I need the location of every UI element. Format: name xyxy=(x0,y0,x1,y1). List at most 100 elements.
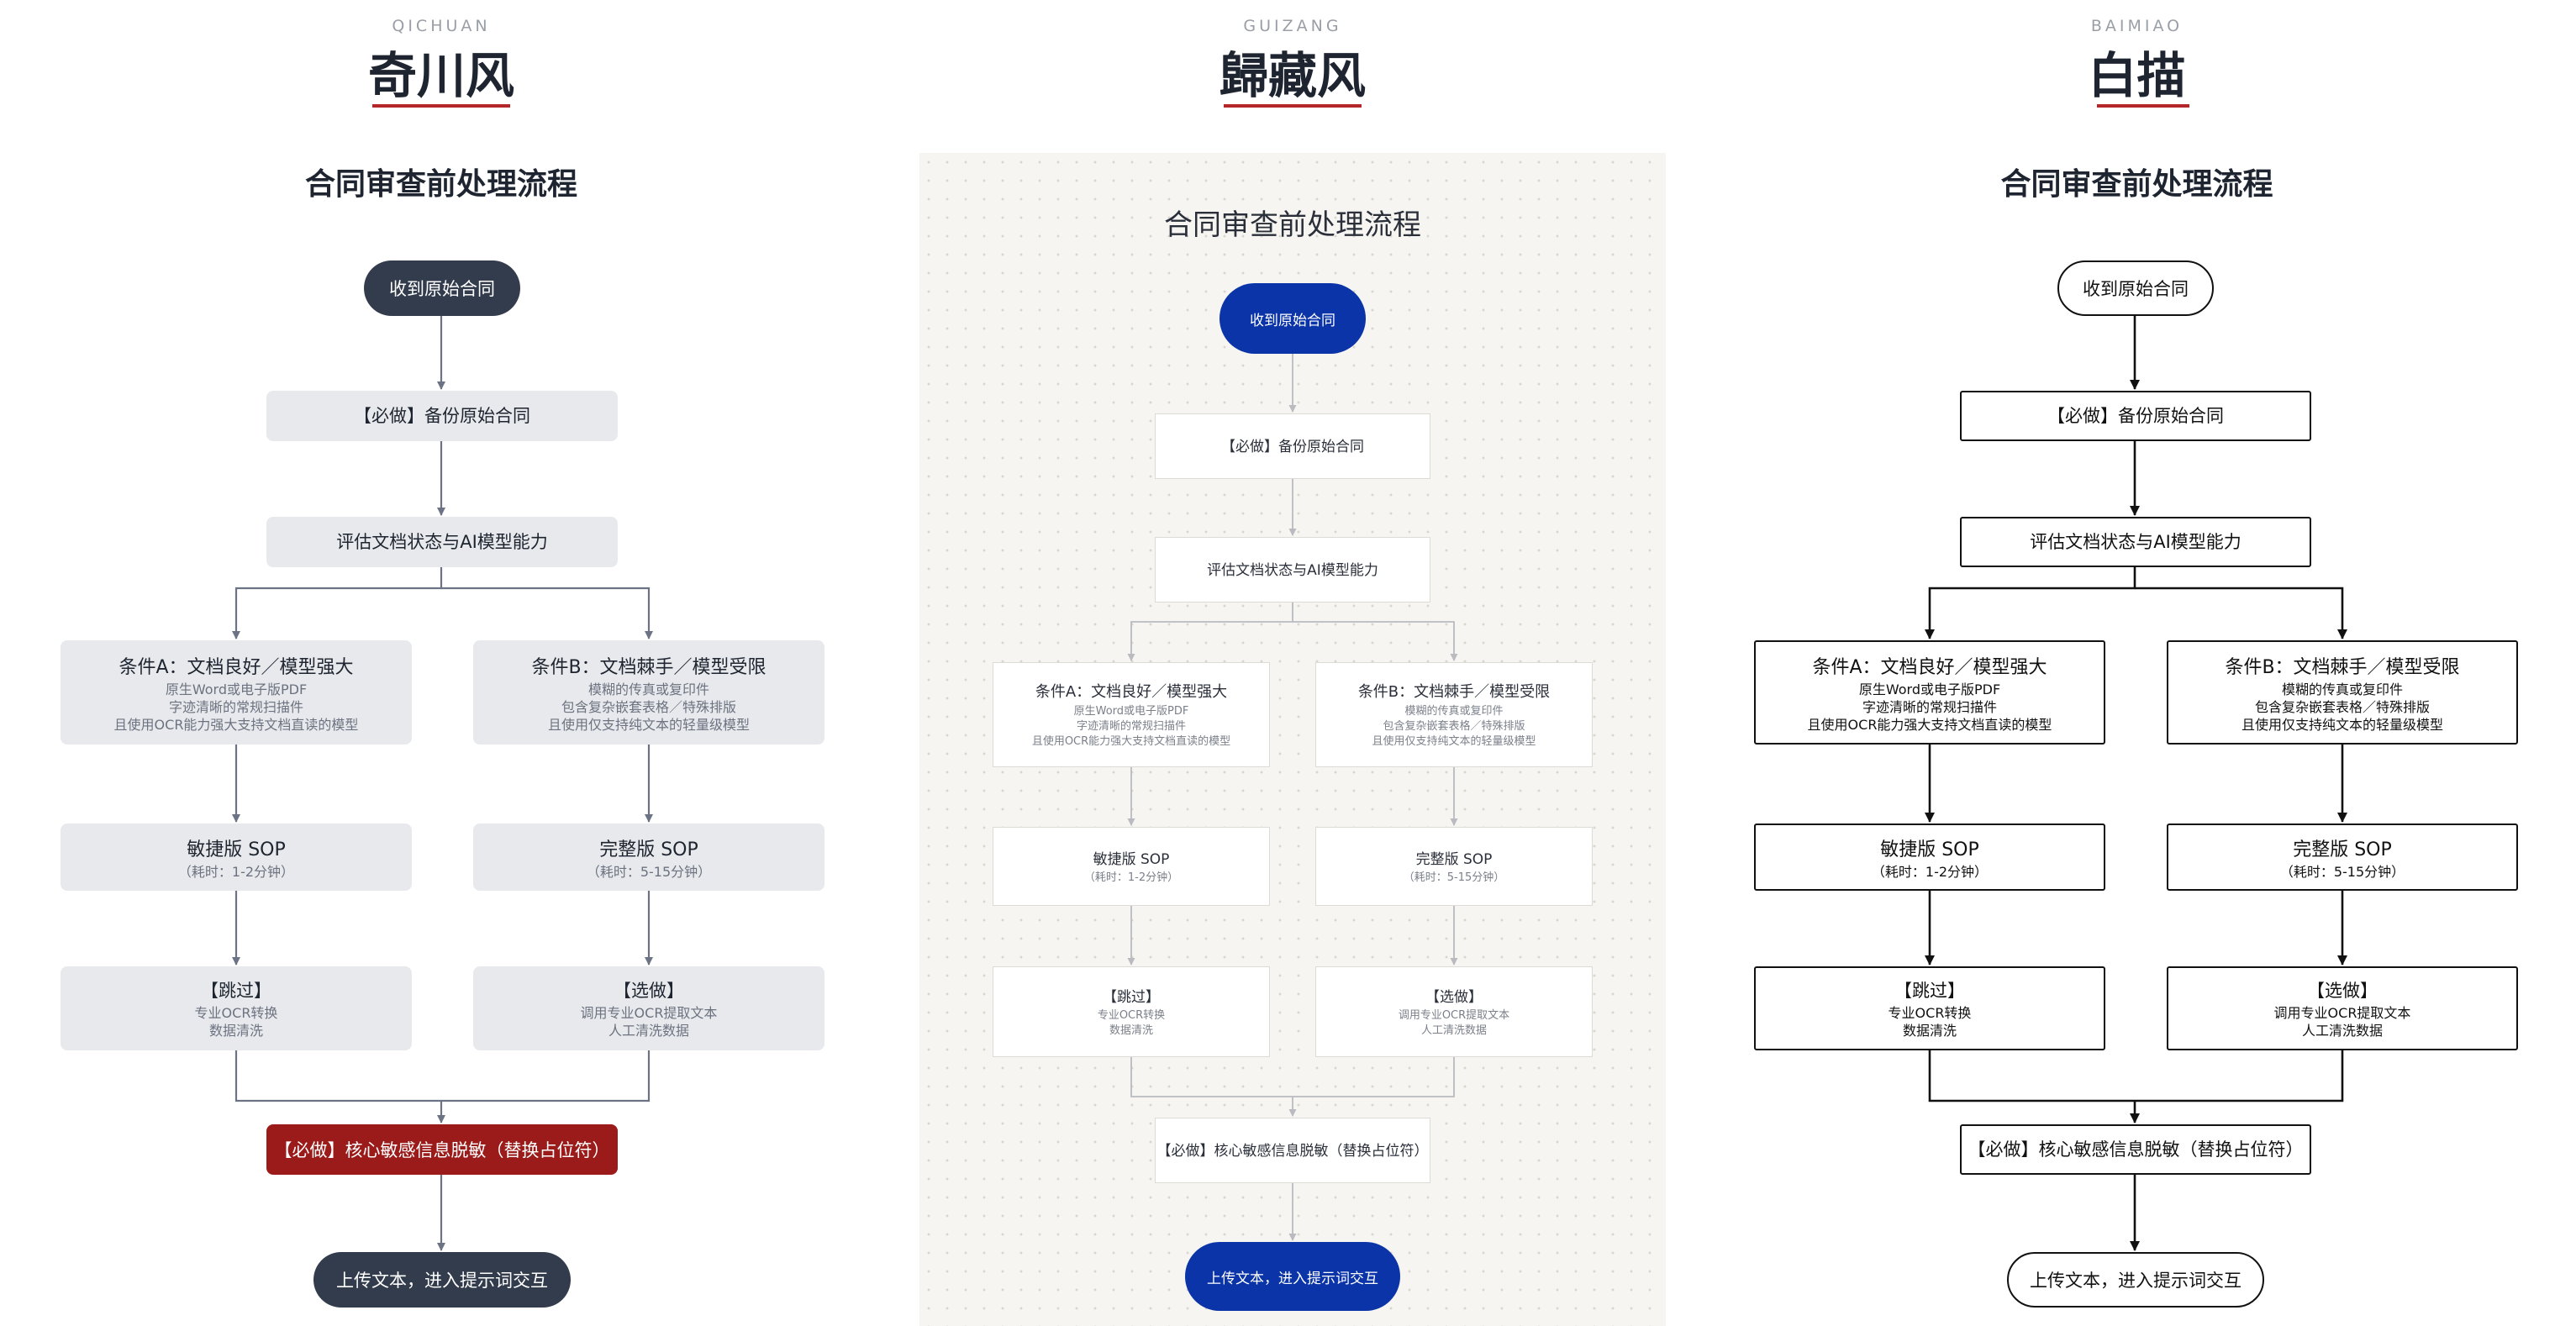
end-node: 上传文本，进入提示词交互 xyxy=(2007,1252,2264,1308)
skip-step-title: 【跳过】 xyxy=(1894,981,1965,1001)
condition-b-title: 条件B：文档棘手／模型受限 xyxy=(531,656,766,678)
flowchart-title: 合同审查前处理流程 xyxy=(1164,208,1421,242)
optional-step-line: 调用专业OCR提取文本 xyxy=(1398,1009,1510,1022)
condition-b-line: 包含复杂嵌套表格／特殊排版 xyxy=(561,698,736,715)
optional-step-line: 调用专业OCR提取文本 xyxy=(2273,1005,2411,1021)
condition-a-title: 条件A：文档良好／模型强大 xyxy=(1035,683,1228,701)
backup-node: 【必做】备份原始合同 xyxy=(1155,413,1430,479)
flowchart-title: 合同审查前处理流程 xyxy=(2000,166,2273,202)
condition-b-node: 条件B：文档棘手／模型受限 模糊的传真或复印件 包含复杂嵌套表格／特殊排版 且使… xyxy=(2167,640,2518,745)
title-underline xyxy=(2097,104,2189,108)
sop-agile-node: 敏捷版 SOP （耗时：1-2分钟） xyxy=(993,827,1270,906)
connector-evaluate-b xyxy=(1293,621,1458,661)
sop-full-title: 完整版 SOP xyxy=(2293,839,2392,860)
panel-qichuan: QICHUAN 奇川风 合同审查前处理流程 收到原始合同 【必做】备份原始合同 xyxy=(0,0,882,1326)
skip-step-line: 数据清洗 xyxy=(1109,1024,1153,1037)
end-node-label: 上传文本，进入提示词交互 xyxy=(2030,1271,2241,1291)
flowchart-title: 合同审查前处理流程 xyxy=(304,166,577,202)
desensitize-node: 【必做】核心敏感信息脱敏（替换占位符） xyxy=(266,1124,618,1175)
style-name: 歸藏风 xyxy=(1219,47,1366,104)
condition-a-title: 条件A：文档良好／模型强大 xyxy=(119,656,354,678)
evaluate-node-label: 评估文档状态与AI模型能力 xyxy=(336,532,548,552)
condition-a-line: 且使用OCR能力强大支持文档直读的模型 xyxy=(113,716,359,733)
desensitize-node-label: 【必做】核心敏感信息脱敏（替换占位符） xyxy=(1156,1143,1429,1160)
backup-node: 【必做】备份原始合同 xyxy=(266,391,618,441)
skip-step-title: 【跳过】 xyxy=(1103,989,1160,1006)
end-node: 上传文本，进入提示词交互 xyxy=(1185,1242,1400,1311)
desensitize-node: 【必做】核心敏感信息脱敏（替换占位符） xyxy=(1155,1118,1430,1183)
optional-step-line: 人工清洗数据 xyxy=(1420,1024,1487,1037)
condition-a-line: 字迹清晰的常规扫描件 xyxy=(1076,720,1186,733)
condition-b-line: 且使用仅支持纯文本的轻量级模型 xyxy=(1372,735,1536,748)
evaluate-node: 评估文档状态与AI模型能力 xyxy=(1155,537,1430,602)
condition-b-line: 且使用仅支持纯文本的轻量级模型 xyxy=(547,716,750,733)
desensitize-node-label: 【必做】核心敏感信息脱敏（替换占位符） xyxy=(1968,1139,2304,1160)
style-name: 白描 xyxy=(2088,47,2186,104)
skip-step-line: 数据清洗 xyxy=(208,1023,263,1039)
condition-a-node: 条件A：文档良好／模型强大 原生Word或电子版PDF 字迹清晰的常规扫描件 且… xyxy=(1754,640,2105,745)
sop-full-node: 完整版 SOP （耗时：5-15分钟） xyxy=(1315,827,1593,906)
sop-agile-node: 敏捷版 SOP （耗时：1-2分钟） xyxy=(61,823,412,891)
sop-agile-title: 敏捷版 SOP xyxy=(1093,851,1170,868)
start-node: 收到原始合同 xyxy=(2057,260,2214,316)
sop-agile-title: 敏捷版 SOP xyxy=(1880,839,1979,860)
sop-agile-duration: （耗时：1-2分钟） xyxy=(177,863,295,880)
connector-merge xyxy=(234,1049,651,1102)
sop-agile-title: 敏捷版 SOP xyxy=(187,839,286,860)
end-node-label: 上传文本，进入提示词交互 xyxy=(1207,1270,1378,1287)
optional-step-line: 人工清洗数据 xyxy=(2301,1023,2383,1039)
condition-b-line: 模糊的传真或复印件 xyxy=(587,681,709,697)
backup-node: 【必做】备份原始合同 xyxy=(1960,391,2311,441)
skip-step-title: 【跳过】 xyxy=(201,981,271,1001)
backup-node-label: 【必做】备份原始合同 xyxy=(2047,406,2224,426)
condition-b-line: 包含复杂嵌套表格／特殊排版 xyxy=(2254,698,2430,715)
condition-a-line: 原生Word或电子版PDF xyxy=(1858,681,2001,697)
flowchart-connectors xyxy=(1925,315,2347,1251)
condition-a-line: 字迹清晰的常规扫描件 xyxy=(168,698,303,715)
optional-step-title: 【选做】 xyxy=(1425,989,1483,1006)
title-underline xyxy=(1224,104,1362,108)
title-underline xyxy=(372,104,510,108)
condition-b-title: 条件B：文档棘手／模型受限 xyxy=(2225,656,2460,678)
condition-a-node: 条件A：文档良好／模型强大 原生Word或电子版PDF 字迹清晰的常规扫描件 且… xyxy=(993,662,1270,767)
condition-b-line: 模糊的传真或复印件 xyxy=(1404,705,1504,718)
sop-full-title: 完整版 SOP xyxy=(599,839,698,860)
sop-agile-duration: （耗时：1-2分钟） xyxy=(1871,863,1989,880)
connector-merge xyxy=(1928,1049,2344,1102)
style-code: BAIMIAO xyxy=(2090,17,2184,35)
desensitize-node: 【必做】核心敏感信息脱敏（替换占位符） xyxy=(1960,1124,2311,1175)
condition-a-title: 条件A：文档良好／模型强大 xyxy=(1812,656,2047,678)
skip-step-node: 【跳过】 专业OCR转换 数据清洗 xyxy=(993,966,1270,1057)
end-node: 上传文本，进入提示词交互 xyxy=(313,1252,571,1308)
optional-step-line: 人工清洗数据 xyxy=(608,1023,689,1039)
skip-step-line: 专业OCR转换 xyxy=(1097,1009,1166,1022)
style-code: GUIZANG xyxy=(1243,17,1342,35)
condition-b-title: 条件B：文档棘手／模型受限 xyxy=(1357,683,1551,701)
condition-a-line: 原生Word或电子版PDF xyxy=(165,681,308,697)
connector-evaluate-a xyxy=(1127,601,1293,661)
backup-node-label: 【必做】备份原始合同 xyxy=(354,406,530,426)
start-node: 收到原始合同 xyxy=(364,260,520,316)
optional-step-title: 【选做】 xyxy=(2307,981,2378,1001)
condition-b-line: 模糊的传真或复印件 xyxy=(2281,681,2403,697)
flowchart-connectors xyxy=(1127,353,1458,1241)
start-node-label: 收到原始合同 xyxy=(1250,312,1335,329)
condition-a-node: 条件A：文档良好／模型强大 原生Word或电子版PDF 字迹清晰的常规扫描件 且… xyxy=(61,640,412,745)
end-node-label: 上传文本，进入提示词交互 xyxy=(336,1271,548,1291)
desensitize-node-label: 【必做】核心敏感信息脱敏（替换占位符） xyxy=(274,1140,610,1160)
condition-a-line: 字迹清晰的常规扫描件 xyxy=(1862,698,1997,715)
sop-agile-node: 敏捷版 SOP （耗时：1-2分钟） xyxy=(1754,823,2105,891)
sop-full-duration: （耗时：5-15分钟） xyxy=(586,863,712,880)
condition-a-line: 原生Word或电子版PDF xyxy=(1073,705,1189,718)
condition-a-line: 且使用OCR能力强大支持文档直读的模型 xyxy=(1031,735,1231,748)
sop-full-title: 完整版 SOP xyxy=(1415,851,1493,868)
style-name: 奇川风 xyxy=(367,47,514,104)
flowchart-connectors xyxy=(232,315,653,1251)
condition-a-line: 且使用OCR能力强大支持文档直读的模型 xyxy=(1807,716,2052,733)
backup-node-label: 【必做】备份原始合同 xyxy=(1221,439,1364,455)
skip-step-node: 【跳过】 专业OCR转换 数据清洗 xyxy=(1754,966,2105,1050)
evaluate-node-label: 评估文档状态与AI模型能力 xyxy=(2030,532,2241,552)
optional-step-title: 【选做】 xyxy=(614,981,684,1001)
sop-full-node: 完整版 SOP （耗时：5-15分钟） xyxy=(2167,823,2518,891)
sop-agile-duration: （耗时：1-2分钟） xyxy=(1083,871,1179,884)
